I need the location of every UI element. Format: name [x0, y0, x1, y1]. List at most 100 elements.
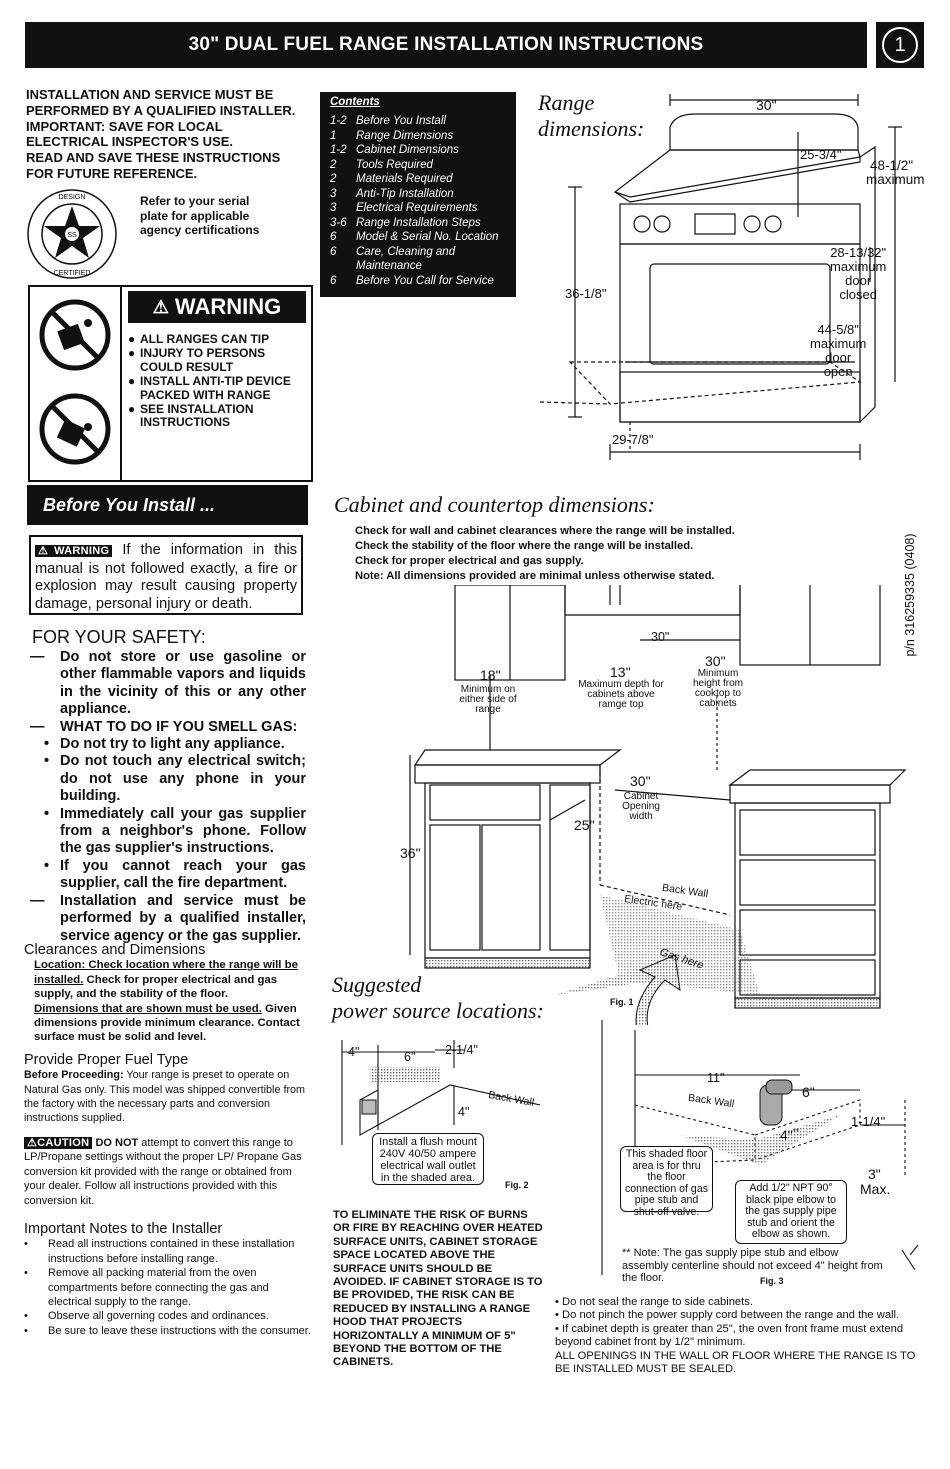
bottom-note: • Do not pinch the power supply cord bet… — [555, 1309, 900, 1322]
contents-label: Range Installation Steps — [356, 216, 481, 229]
note-item: •Be sure to leave these instructions wit… — [24, 1324, 311, 1337]
range-bottom-width: 29-7/8" — [612, 432, 654, 447]
power-title-2: power source locations: — [332, 998, 544, 1023]
door-open-note: door — [825, 350, 852, 365]
contents-label: Anti-Tip Installation — [356, 187, 454, 200]
cabinet-line: Check for wall and cabinet clearances wh… — [355, 525, 735, 537]
clearances-title: Clearances and Dimensions — [24, 942, 206, 958]
seal-bottom: CERTIFIED — [54, 270, 91, 277]
door-open-value: 44-5/8" — [817, 322, 859, 337]
range-dimensions-diagram — [539, 94, 902, 460]
contents-page: 1-2 — [330, 144, 347, 156]
safety-dash-item: —Do not store or use gasoline or other f… — [30, 649, 306, 718]
explosion-warning-text: If the information in this manual is not… — [35, 542, 297, 612]
intro-line: READ AND SAVE THESE INSTRUCTIONS — [26, 150, 281, 166]
contents-label: Before You Install — [356, 115, 446, 127]
power-title: Suggested power source locations: — [332, 972, 544, 1024]
gas-4-stars: ** — [792, 1127, 799, 1137]
door-open-note: maximum — [810, 336, 867, 351]
intro-line: FOR FUTURE REFERENCE. — [26, 165, 198, 181]
cabinet-line: Check for proper electrical and gas supp… — [355, 555, 584, 567]
contents-label: Model & Serial No. Location — [356, 231, 499, 243]
notes-title: Important Notes to the Installer — [24, 1220, 223, 1237]
gas-11: 11" — [707, 1071, 725, 1085]
caution-tag: ⚠CAUTION — [24, 1136, 93, 1149]
clearances-location: Location: Check location where the range… — [24, 958, 314, 1001]
safety-bullet: •Do not try to light any appliance. — [30, 736, 306, 753]
power-diagram — [341, 1040, 540, 1145]
dimensions-underline: Dimensions that are shown must be used. — [34, 1002, 262, 1015]
intro-line: ELECTRICAL INSPECTOR'S USE. — [26, 134, 234, 150]
power-6: 6" — [404, 1050, 416, 1064]
contents-page: 3 — [330, 187, 337, 200]
contents-page: 6 — [330, 274, 337, 287]
dimensions-rest: Given dimensions provide minimum clearan… — [34, 1002, 300, 1044]
contents-item[interactable]: 6 Care, Cleaning and Maintenance — [320, 245, 516, 274]
bottom-note: • If cabinet depth is greater than 25", … — [555, 1322, 904, 1349]
gas-4-value: 4" — [780, 1127, 793, 1143]
contents-page: 1 — [330, 129, 337, 142]
range-height-max: 48-1/2" — [870, 158, 914, 173]
gas-3: 3" — [868, 1166, 881, 1182]
fuel-lead: Before Proceeding: — [24, 1069, 124, 1082]
contents-label: Care, Cleaning and Maintenance — [356, 245, 456, 273]
cabinet-30-open-note: Cabinet Opening width — [622, 791, 660, 822]
intro-line: INSTALLATION AND SERVICE MUST BE — [26, 87, 274, 102]
cabinet-18: 18" — [480, 667, 501, 683]
warning-triangle-icon: ⚠ — [152, 296, 169, 317]
caution-text: ⚠CAUTION DO NOT attempt to convert this … — [24, 1136, 314, 1208]
notes-list: •Read all instructions contained in thes… — [24, 1237, 314, 1338]
fig-3: Fig. 3 — [760, 1276, 784, 1286]
bottom-note-text: If cabinet depth is greater than 25", th… — [555, 1322, 904, 1349]
warning-item: ●ALL RANGES CAN TIP — [128, 332, 270, 346]
door-open-dim: 44-5/8" maximum door open — [810, 323, 866, 379]
safety-text: Do not try to light any appliance. — [60, 736, 285, 753]
cabinet-25: 25" — [574, 817, 595, 833]
bottom-note-text: Do not pinch the power supply cord betwe… — [562, 1309, 900, 1322]
do-not: DO NOT — [95, 1136, 139, 1149]
power-callout: Install a flush mount 240V 40/50 ampere … — [372, 1133, 484, 1185]
power-4: 4" — [348, 1045, 360, 1059]
safety-dash-item: —WHAT TO DO IF YOU SMELL GAS: — [30, 719, 306, 736]
warning-item: ●INSTALL ANTI-TIP DEVICE PACKED WITH RAN… — [128, 375, 308, 402]
power-4b: 4" — [458, 1105, 470, 1119]
contents-page: 2 — [330, 173, 337, 185]
warning-item-text: SEE INSTALLATION INSTRUCTIONS — [140, 402, 254, 430]
gas-6: 6" — [802, 1084, 815, 1100]
seal-center: SS — [67, 232, 77, 239]
caution-body: attempt to convert this range to LP/Prop… — [24, 1136, 302, 1207]
warning-tag-text: WARNING — [54, 545, 110, 557]
tip-warning-box: ⚠WARNING ●ALL RANGES CAN TIP ●INJURY TO … — [28, 285, 313, 482]
clearances-section: Clearances and Dimensions Location: Chec… — [24, 943, 314, 1338]
no-tip-icon — [39, 299, 111, 465]
cabinet-30-top: 30" — [651, 630, 670, 644]
contents-item[interactable]: 3 Anti-Tip Installation — [320, 187, 516, 202]
design-certified-seal-icon: SS DESIGN CERTIFIED — [27, 189, 117, 279]
gas-pipe-diagram — [601, 1020, 919, 1275]
cabinet-title: Cabinet and countertop dimensions: — [334, 492, 655, 517]
contents-label: Tools Required — [356, 158, 433, 171]
clearances-dimensions: Dimensions that are shown must be used. … — [24, 1002, 314, 1045]
note-item: •Read all instructions contained in thes… — [24, 1237, 314, 1266]
contents-page: 3 — [330, 202, 337, 214]
safety-text: Immediately call your gas supplier from … — [60, 805, 306, 857]
note-text: Remove all packing material from the ove… — [48, 1267, 269, 1308]
contents-page: 6 — [330, 245, 337, 258]
safety-text: If you cannot reach your gas supplier, c… — [60, 857, 306, 892]
warning-list: ●ALL RANGES CAN TIP ●INJURY TO PERSONS C… — [128, 332, 308, 431]
cabinet-diagram — [409, 585, 907, 1025]
cabinet-instructions: Check for wall and cabinet clearances wh… — [355, 524, 765, 584]
safety-list: —Do not store or use gasoline or other f… — [30, 649, 306, 945]
range-width: 30" — [756, 97, 777, 113]
warning-item-text: ALL RANGES CAN TIP — [140, 332, 270, 346]
